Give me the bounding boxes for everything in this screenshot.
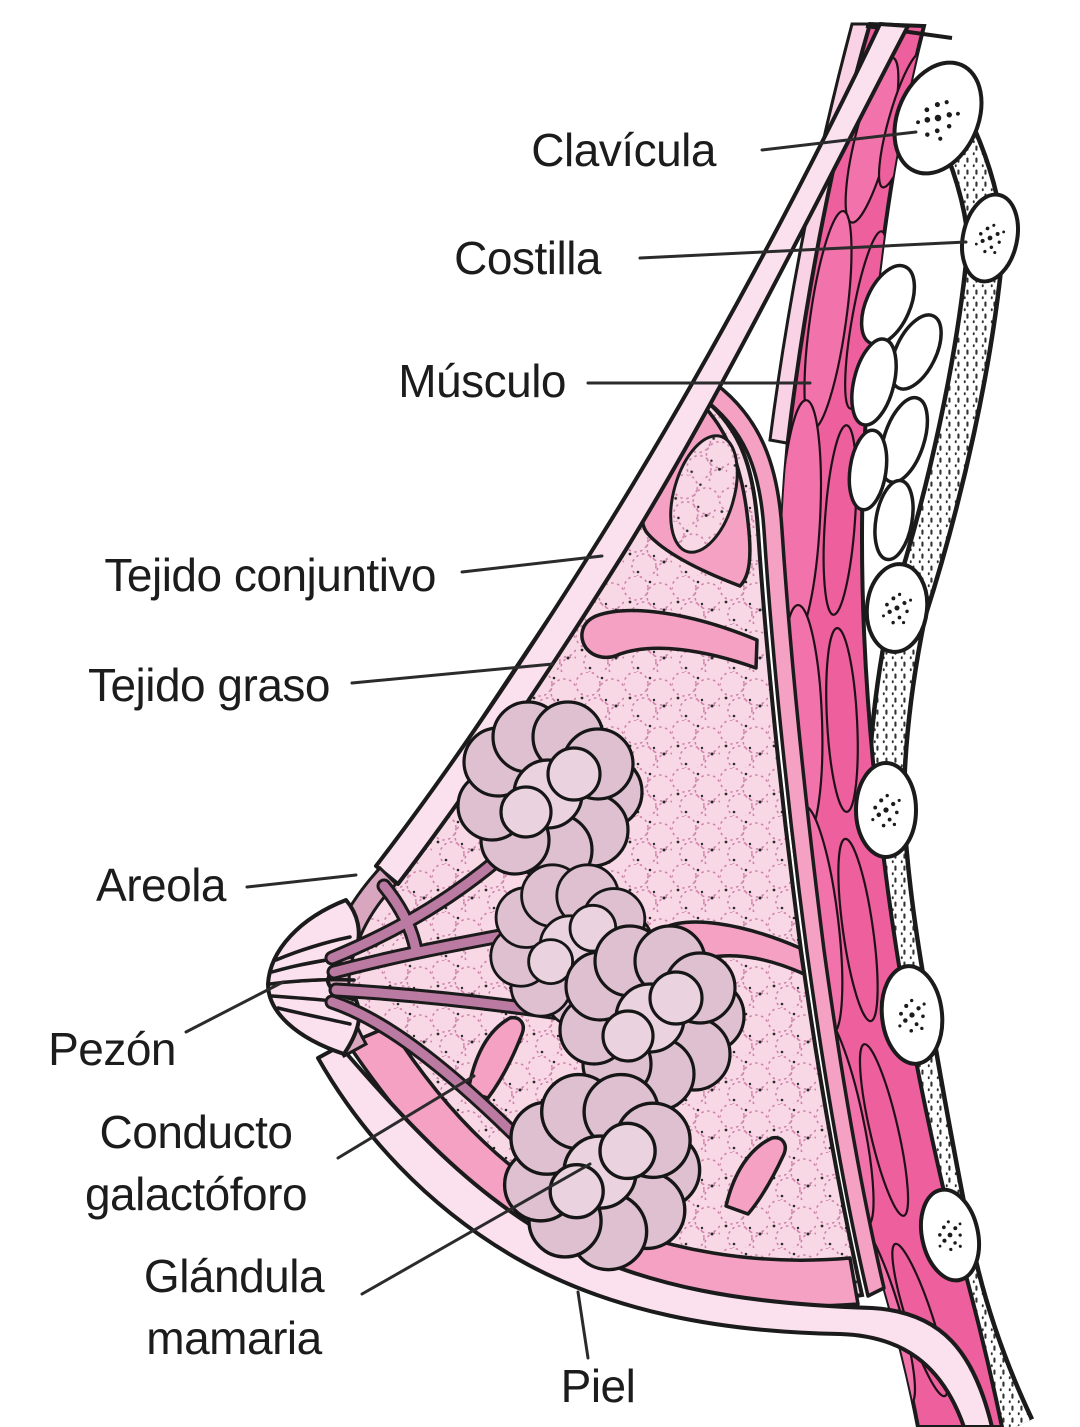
cooper-ligament-hook [580, 608, 759, 670]
label-tejido-conjuntivo: Tejido conjuntivo [104, 549, 436, 601]
leader-line-tejido-conjuntivo [460, 554, 604, 574]
label-piel: Piel [561, 1360, 636, 1412]
leader-line-piel [576, 1290, 590, 1360]
label-tejido-graso: Tejido graso [88, 659, 330, 711]
label-areola: Areola [96, 859, 227, 911]
clavicle-bone [892, 60, 984, 176]
leader-line-pezon [184, 980, 285, 1034]
retromammary-strip [698, 382, 886, 1298]
rib-bone [960, 192, 1020, 284]
rib-bone [864, 562, 930, 654]
label-musculo: Músculo [398, 355, 566, 407]
cooper-ligament-hook [724, 1135, 787, 1216]
rib-bone [918, 1187, 982, 1283]
leader-line-costilla [638, 240, 968, 260]
cooper-ligament-hook [466, 1015, 525, 1100]
leader-line-glandula-mamaria [360, 1162, 592, 1296]
leader-line-clavicula [760, 130, 918, 152]
leader-line-areola [245, 873, 358, 889]
shoulder-lobules [847, 263, 943, 562]
label-pezon: Pezón [48, 1023, 176, 1075]
skeleton-bones [854, 60, 1020, 1283]
label-clavicula: Clavícula [531, 124, 717, 176]
leader-line-tejido-graso [350, 662, 555, 685]
rib-bone [879, 964, 945, 1066]
lactiferous-ducts [324, 834, 600, 1156]
rib-bone [854, 761, 918, 859]
apex-fat-lobe [669, 434, 739, 554]
label-costilla: Costilla [454, 232, 602, 284]
leader-line-conducto-galactoforo [336, 1074, 476, 1160]
